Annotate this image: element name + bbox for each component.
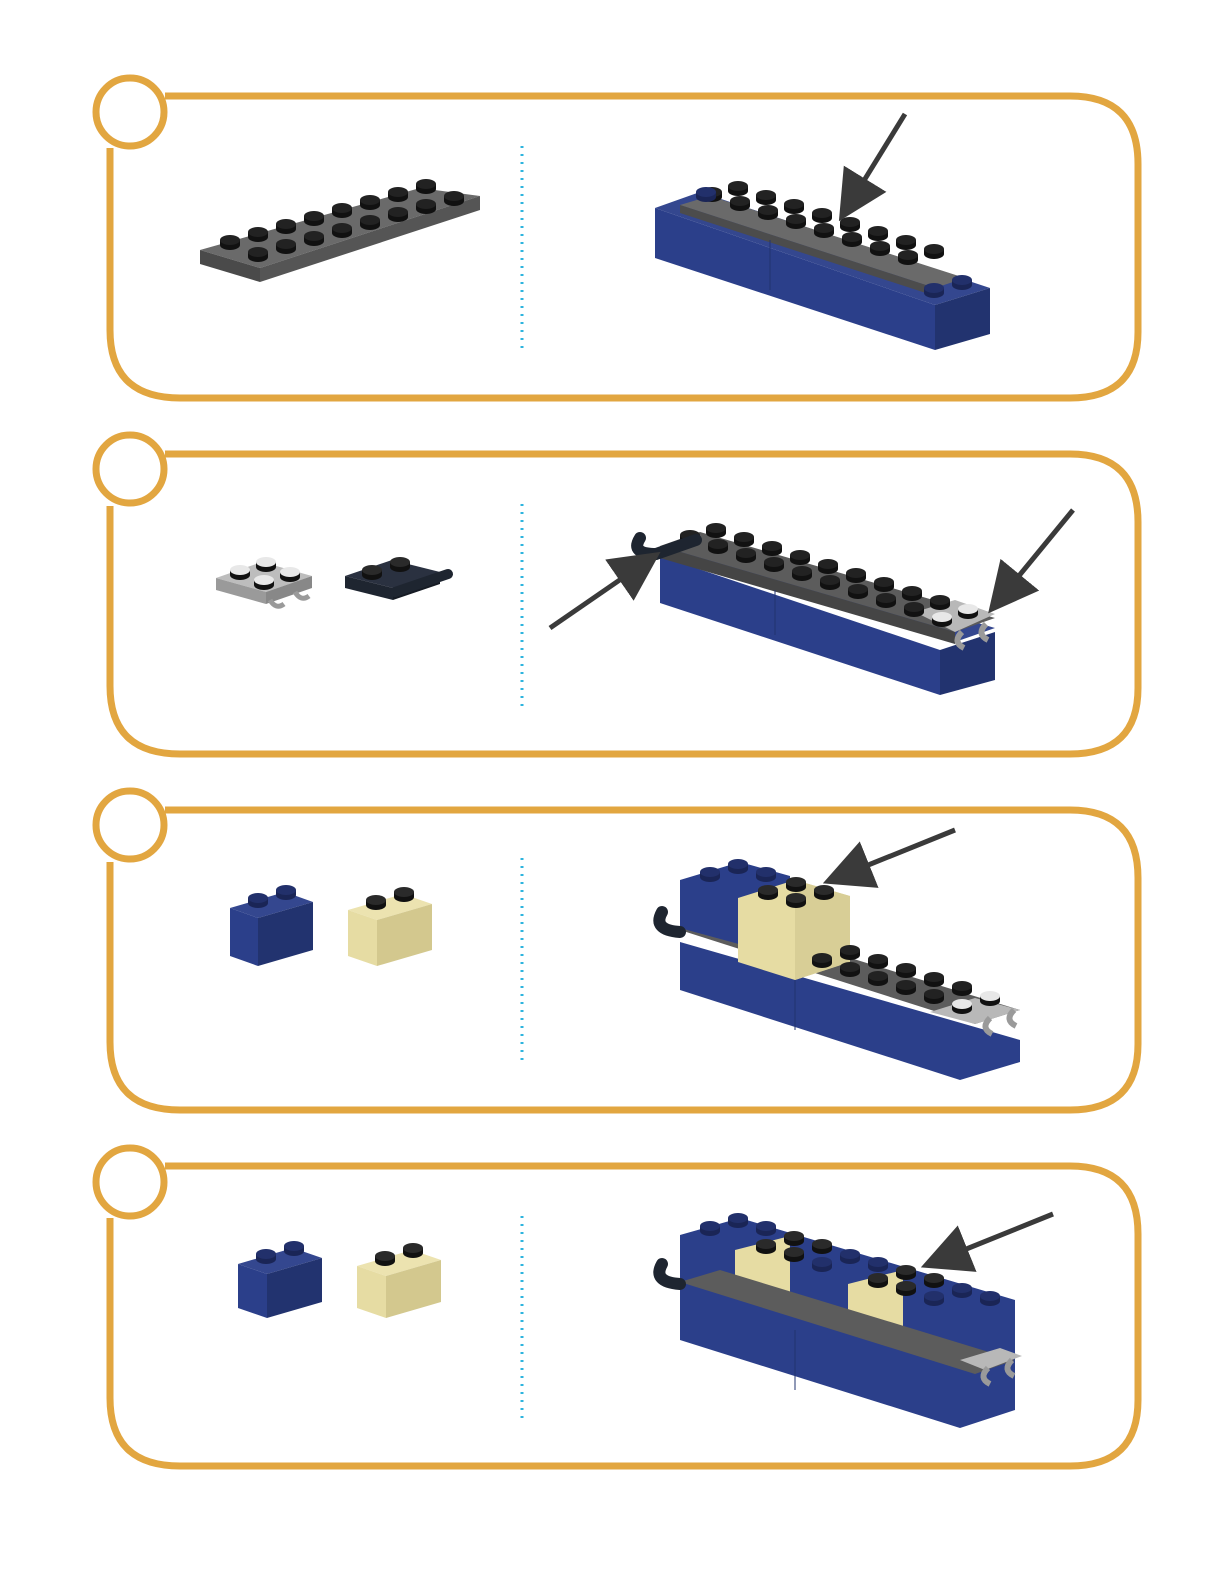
step-number-circle [96,78,164,146]
step-1-assembly [655,181,990,350]
tan-brick-part [348,887,432,966]
dark-gray-plate-part [200,179,480,282]
placement-arrow [846,830,955,874]
tan-brick-part [357,1243,441,1318]
step-panel-2 [96,435,1138,754]
placement-arrow [550,566,640,628]
step-3-assembly [659,859,1020,1080]
blue-brick-part [238,1241,322,1318]
step-panel-1 [96,78,1138,398]
step-panel-4 [96,1148,1138,1466]
step-number-circle [96,435,164,503]
placement-arrow [944,1214,1053,1258]
placement-arrow [1004,510,1073,594]
step-number-circle [96,791,164,859]
light-gray-clip-plate-part [216,557,312,606]
step-frame [110,454,1138,754]
placement-arrow [852,114,905,200]
step-4-assembly [659,1213,1022,1428]
step-number-circle [96,1148,164,1216]
step-2-assembly [637,523,995,695]
black-handle-plate-part [345,557,448,600]
blue-brick-part [230,885,313,966]
step-panel-3 [96,791,1138,1110]
